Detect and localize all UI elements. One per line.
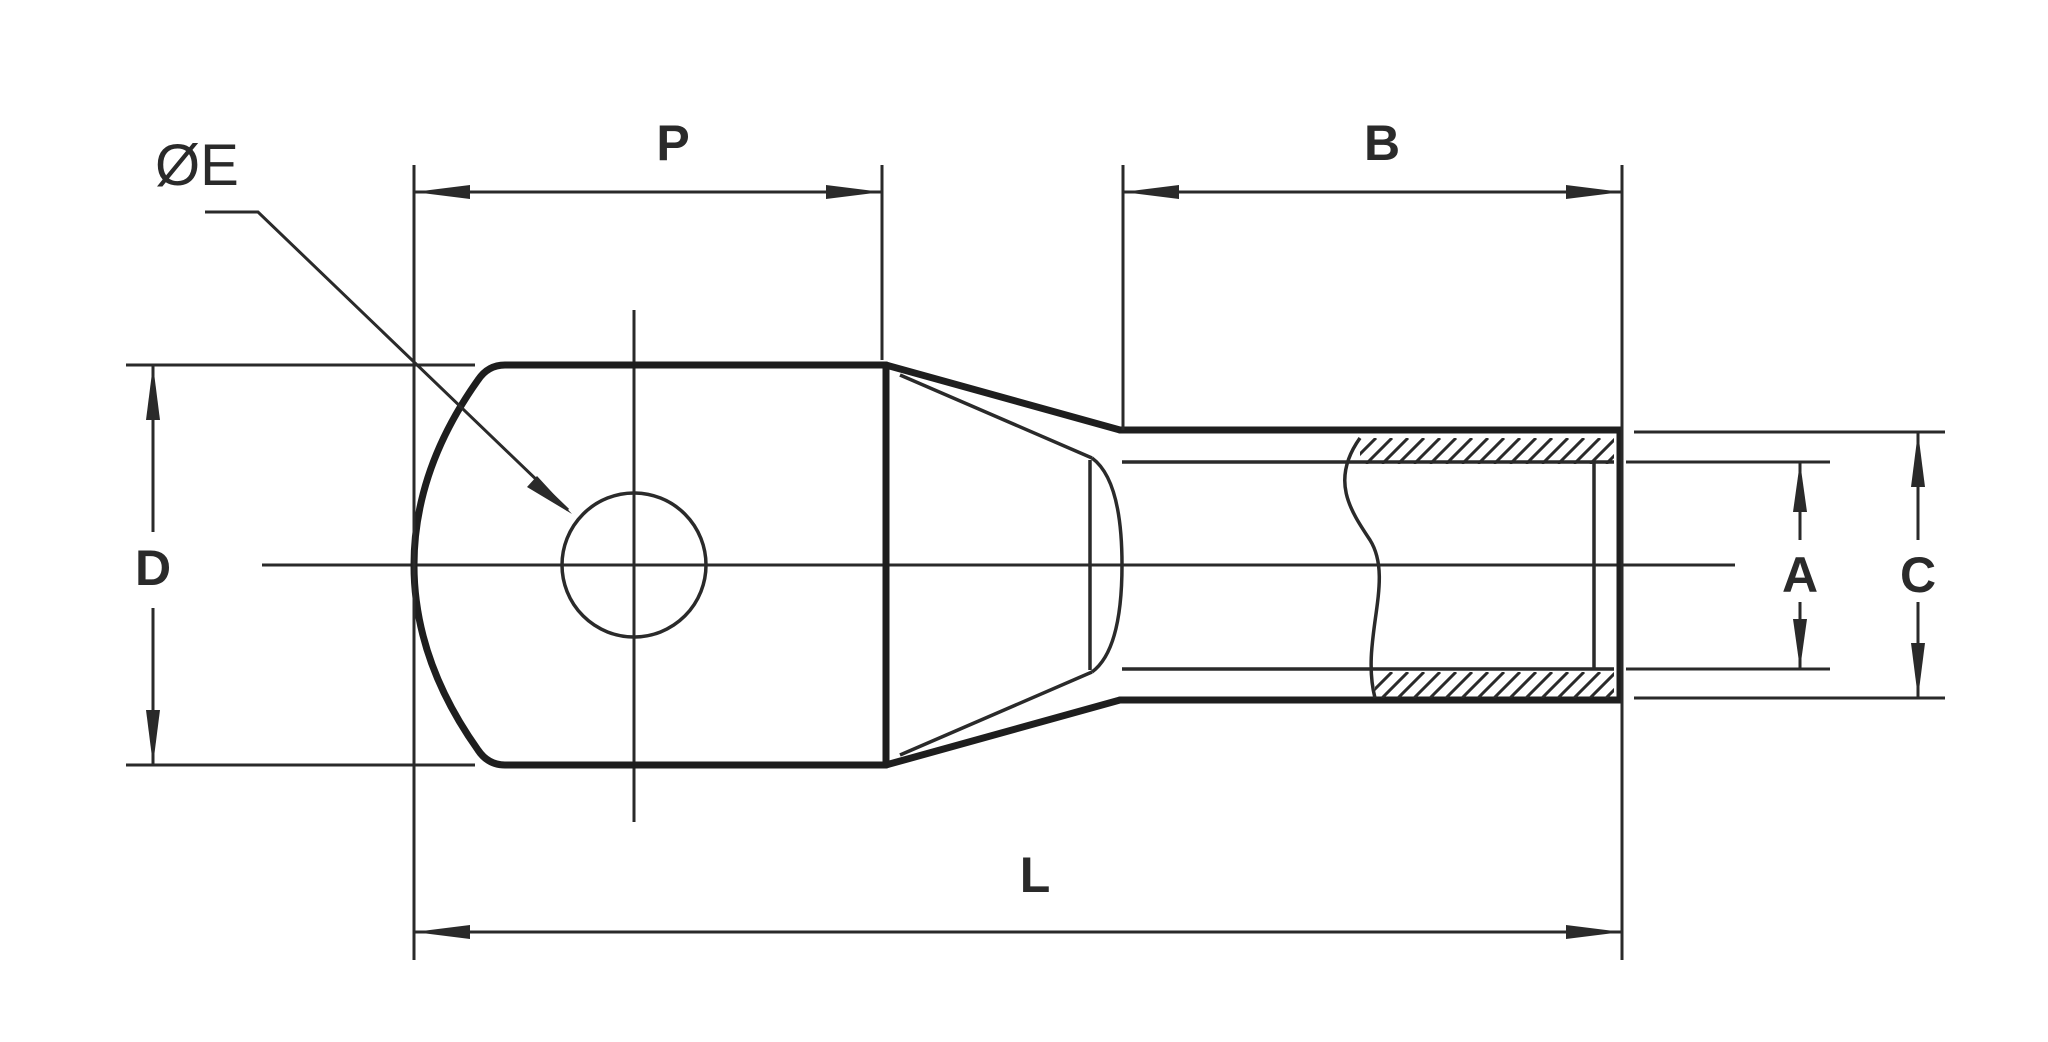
arrowhead-l-left <box>414 925 470 939</box>
label-d: D <box>135 540 171 596</box>
taper-inner-bottom <box>899 670 1093 757</box>
label-b: B <box>1364 115 1400 171</box>
label-e: ØE <box>155 133 239 198</box>
dimension-e: ØE <box>155 133 572 514</box>
center-lines <box>262 310 1735 822</box>
arrowhead-p-left <box>414 185 470 199</box>
hatch-bottom <box>1375 672 1614 698</box>
label-c: C <box>1900 547 1936 603</box>
bolt-hole <box>560 491 708 639</box>
taper-inner-top <box>899 373 1093 460</box>
arrowhead-d-bottom <box>146 710 160 765</box>
section-break-line <box>1343 436 1382 699</box>
dimension-l: L <box>414 847 1622 939</box>
arrowhead-e <box>527 476 572 514</box>
arrowhead-b-right <box>1566 185 1622 199</box>
arrowhead-p-right <box>826 185 882 199</box>
arrowhead-a-top <box>1793 462 1807 512</box>
taper-inner-curve <box>1090 456 1124 674</box>
taper-top-edge <box>882 361 1124 434</box>
arrowhead-a-bottom <box>1793 619 1807 669</box>
arrowhead-c-bottom <box>1911 643 1925 698</box>
hatch-top <box>1360 438 1614 464</box>
taper-bottom-edge <box>882 696 1124 769</box>
arrowhead-b-left <box>1123 185 1179 199</box>
dimension-c: C <box>1900 432 1936 698</box>
label-p: P <box>656 115 689 171</box>
label-l: L <box>1020 847 1051 903</box>
dimension-b: B <box>1123 115 1622 199</box>
arrowhead-l-right <box>1566 925 1622 939</box>
label-a: A <box>1782 547 1818 603</box>
arrowhead-d-top <box>146 365 160 420</box>
extension-lines <box>126 165 1945 960</box>
dimension-d: D <box>135 365 171 765</box>
dimension-p: P <box>414 115 882 199</box>
arrowhead-c-top <box>1911 432 1925 487</box>
leader-line-e <box>205 210 570 512</box>
dimension-a: A <box>1782 462 1818 669</box>
lug-body <box>410 361 1624 769</box>
